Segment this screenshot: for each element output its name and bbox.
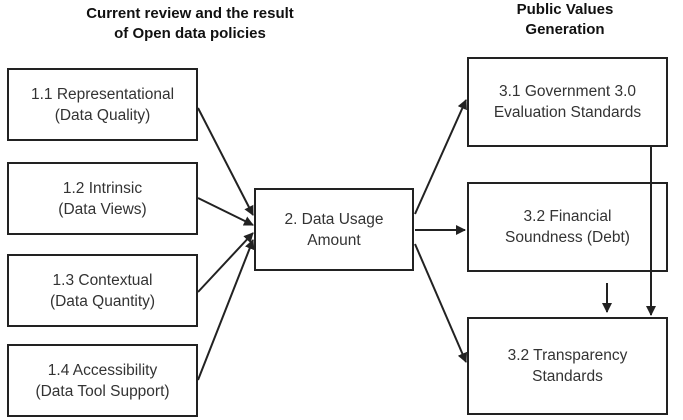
output-box-label: 3.2 Transparency <box>507 347 628 364</box>
middle-box-sublabel: Amount <box>307 231 361 249</box>
arrow-contextual-to-usage <box>197 232 254 293</box>
right-header-line-1: Public Values <box>516 1 614 18</box>
input-box-sublabel: (Data Quality) <box>54 106 151 124</box>
input-box-representational: 1.1 Representational (Data Quality) <box>7 68 198 141</box>
input-box-sublabel: (Data Views) <box>58 200 147 218</box>
arrow-accessibility-to-usage <box>197 239 255 381</box>
output-box-sublabel: Soundness (Debt) <box>505 229 630 246</box>
input-box-label: 1.4 Accessibility <box>47 361 158 379</box>
arrow-usage-to-transparency <box>414 243 468 363</box>
middle-box-label: 2. Data Usage <box>284 210 384 228</box>
right-column-header: Public Values Generation <box>480 0 650 40</box>
output-box-government: 3.1 Government 3.0 Evaluation Standards <box>467 57 668 147</box>
input-box-accessibility: 1.4 Accessibility (Data Tool Support) <box>7 344 198 417</box>
output-box-label: 3.1 Government 3.0 <box>499 83 636 100</box>
input-box-contextual: 1.3 Contextual (Data Quantity) <box>7 254 198 327</box>
arrow-representational-to-usage <box>197 107 254 216</box>
input-box-sublabel: (Data Tool Support) <box>35 382 170 400</box>
left-header-line-1: Current review and the result <box>86 5 294 22</box>
input-box-sublabel: (Data Quantity) <box>49 292 156 310</box>
output-box-sublabel: Standards <box>532 368 603 385</box>
left-column-header: Current review and the result of Open da… <box>60 4 320 44</box>
output-box-label: 3.2 Financial <box>523 208 612 225</box>
arrow-usage-to-government <box>414 99 467 215</box>
input-box-label: 1.1 Representational <box>30 85 175 103</box>
arrow-intrinsic-to-usage <box>197 197 254 226</box>
output-box-transparency: 3.2 Transparency Standards <box>467 317 668 415</box>
input-box-label: 1.3 Contextual <box>52 271 153 289</box>
output-box-sublabel: Evaluation Standards <box>493 104 642 121</box>
input-box-label: 1.2 Intrinsic <box>62 179 143 197</box>
output-box-financial: 3.2 Financial Soundness (Debt) <box>467 182 668 272</box>
middle-box-data-usage: 2. Data Usage Amount <box>254 188 414 271</box>
left-header-line-2: of Open data policies <box>114 25 266 42</box>
right-header-line-2: Generation <box>525 21 605 38</box>
input-box-intrinsic: 1.2 Intrinsic (Data Views) <box>7 162 198 235</box>
